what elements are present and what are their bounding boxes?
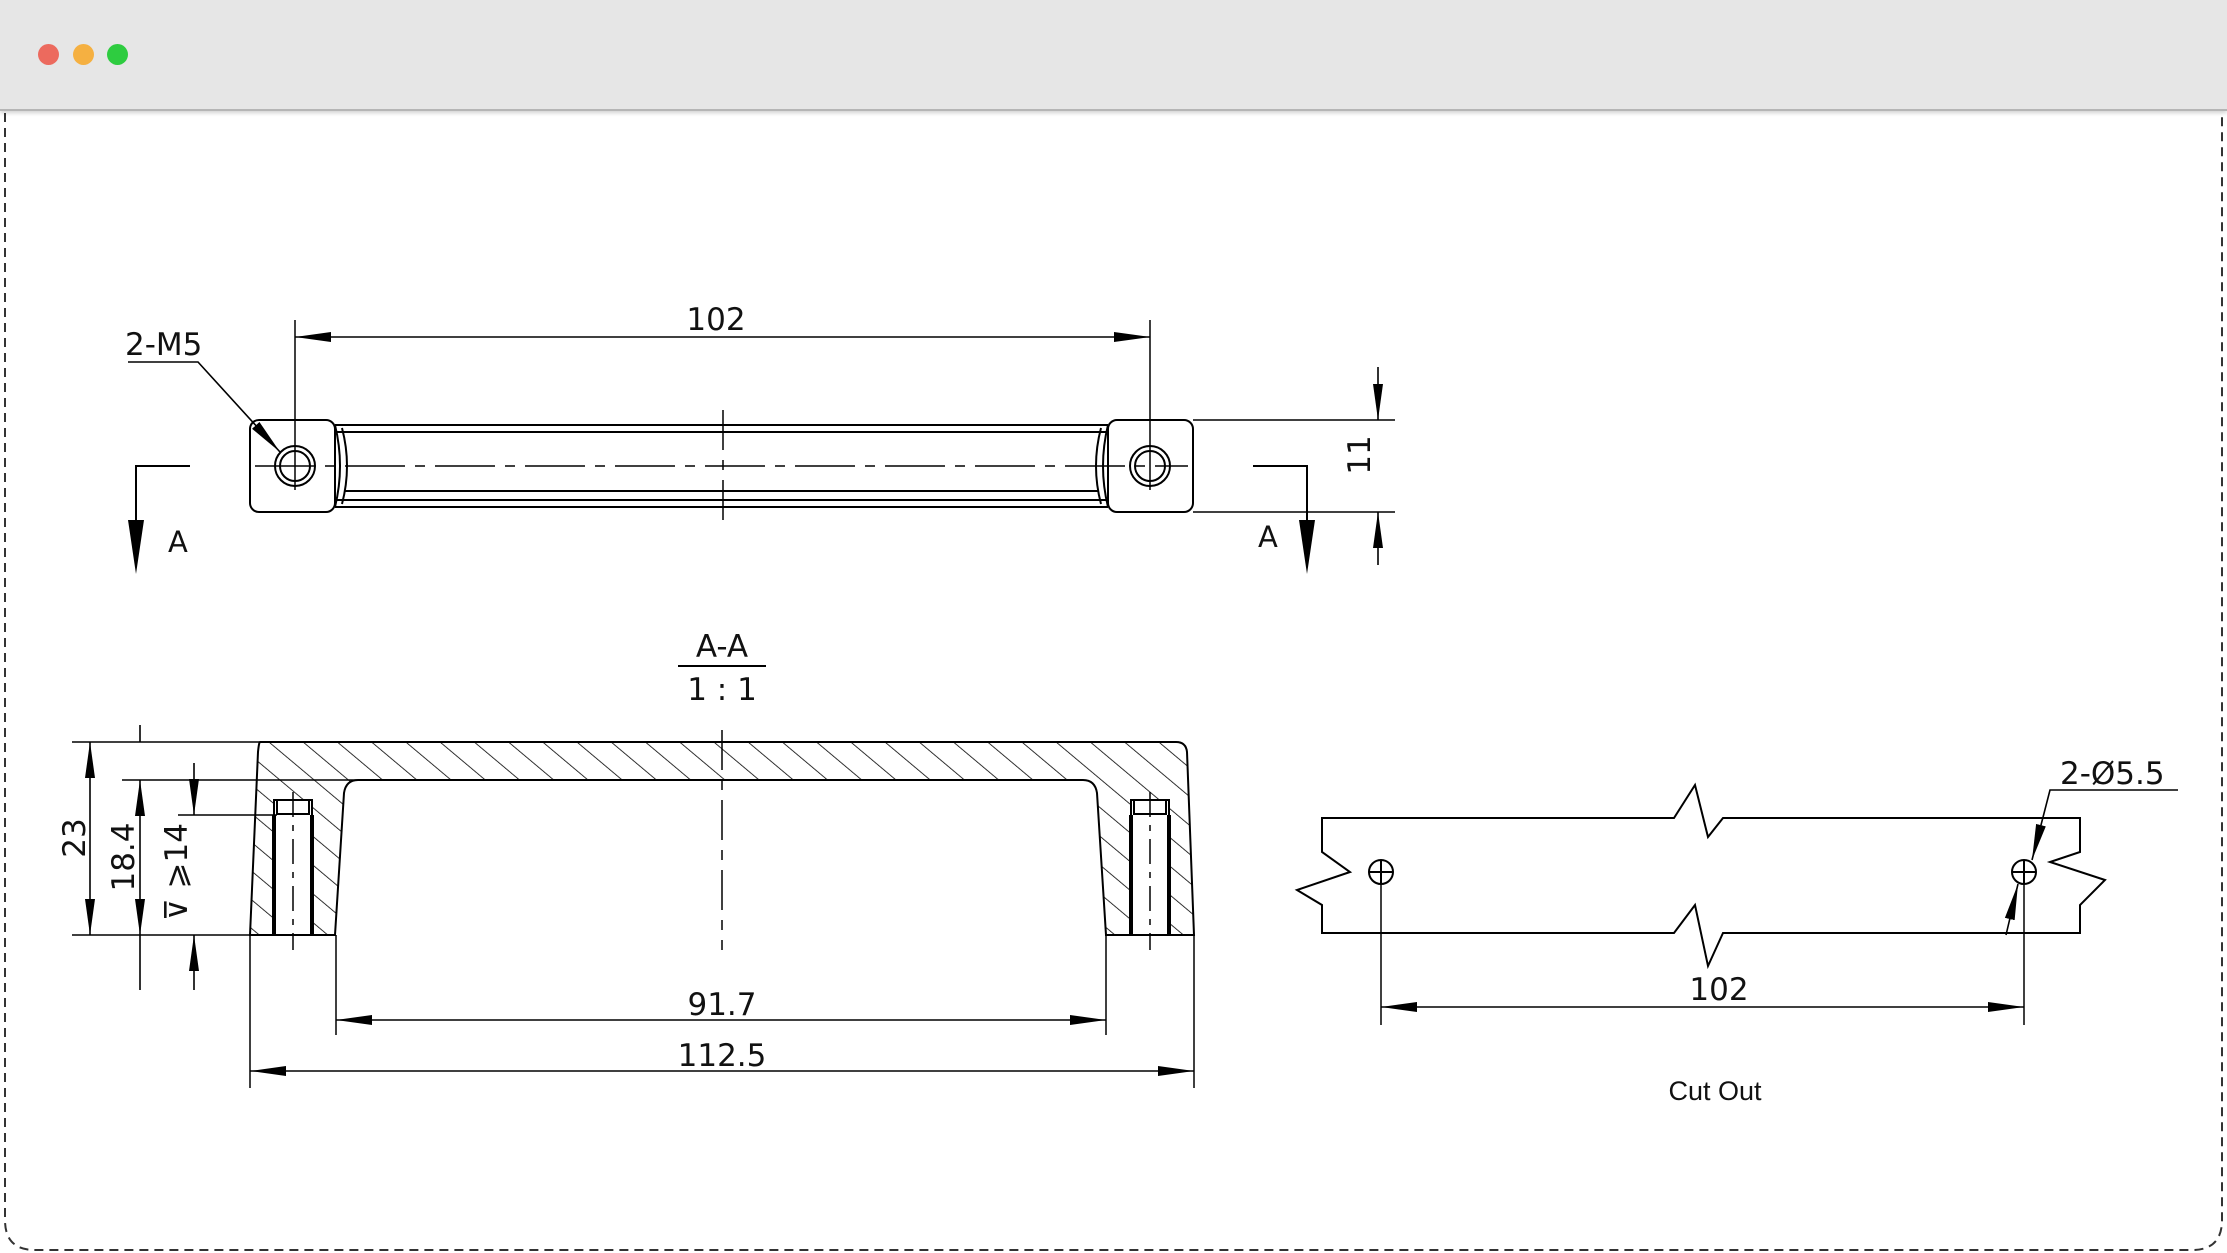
close-window-button[interactable] bbox=[38, 44, 59, 65]
section-mark-right: A bbox=[1258, 520, 1278, 554]
section-view-name: A-A bbox=[696, 629, 748, 665]
section-view-scale: 1 : 1 bbox=[687, 672, 757, 708]
window-titlebar bbox=[0, 0, 2227, 111]
section-inner-height-label: 18.4 bbox=[106, 822, 142, 891]
page-frame bbox=[4, 113, 2223, 1251]
section-mark-left: A bbox=[168, 525, 188, 559]
technical-drawing: 2-M5 102 11 A A A-A 1 : 1 bbox=[4, 113, 2223, 1251]
section-view bbox=[72, 725, 1196, 1088]
top-height-label: 11 bbox=[1342, 435, 1378, 474]
section-overall-width-label: 112.5 bbox=[678, 1038, 767, 1074]
cutout-hole-callout: 2-Ø5.5 bbox=[2060, 756, 2165, 792]
section-overall-height-label: 23 bbox=[57, 818, 93, 857]
cut-out-view bbox=[1294, 782, 2178, 1025]
top-hole-spacing-label: 102 bbox=[686, 302, 745, 338]
cutout-hole-spacing-label: 102 bbox=[1689, 972, 1748, 1008]
section-thread-depth-label: ⊽ ⩾14 bbox=[159, 823, 195, 921]
minimize-window-button[interactable] bbox=[73, 44, 94, 65]
top-view bbox=[128, 320, 1395, 574]
maximize-window-button[interactable] bbox=[107, 44, 128, 65]
top-thread-callout: 2-M5 bbox=[125, 327, 202, 363]
section-inner-width-label: 91.7 bbox=[687, 987, 756, 1023]
cutout-caption: Cut Out bbox=[1668, 1076, 1762, 1106]
